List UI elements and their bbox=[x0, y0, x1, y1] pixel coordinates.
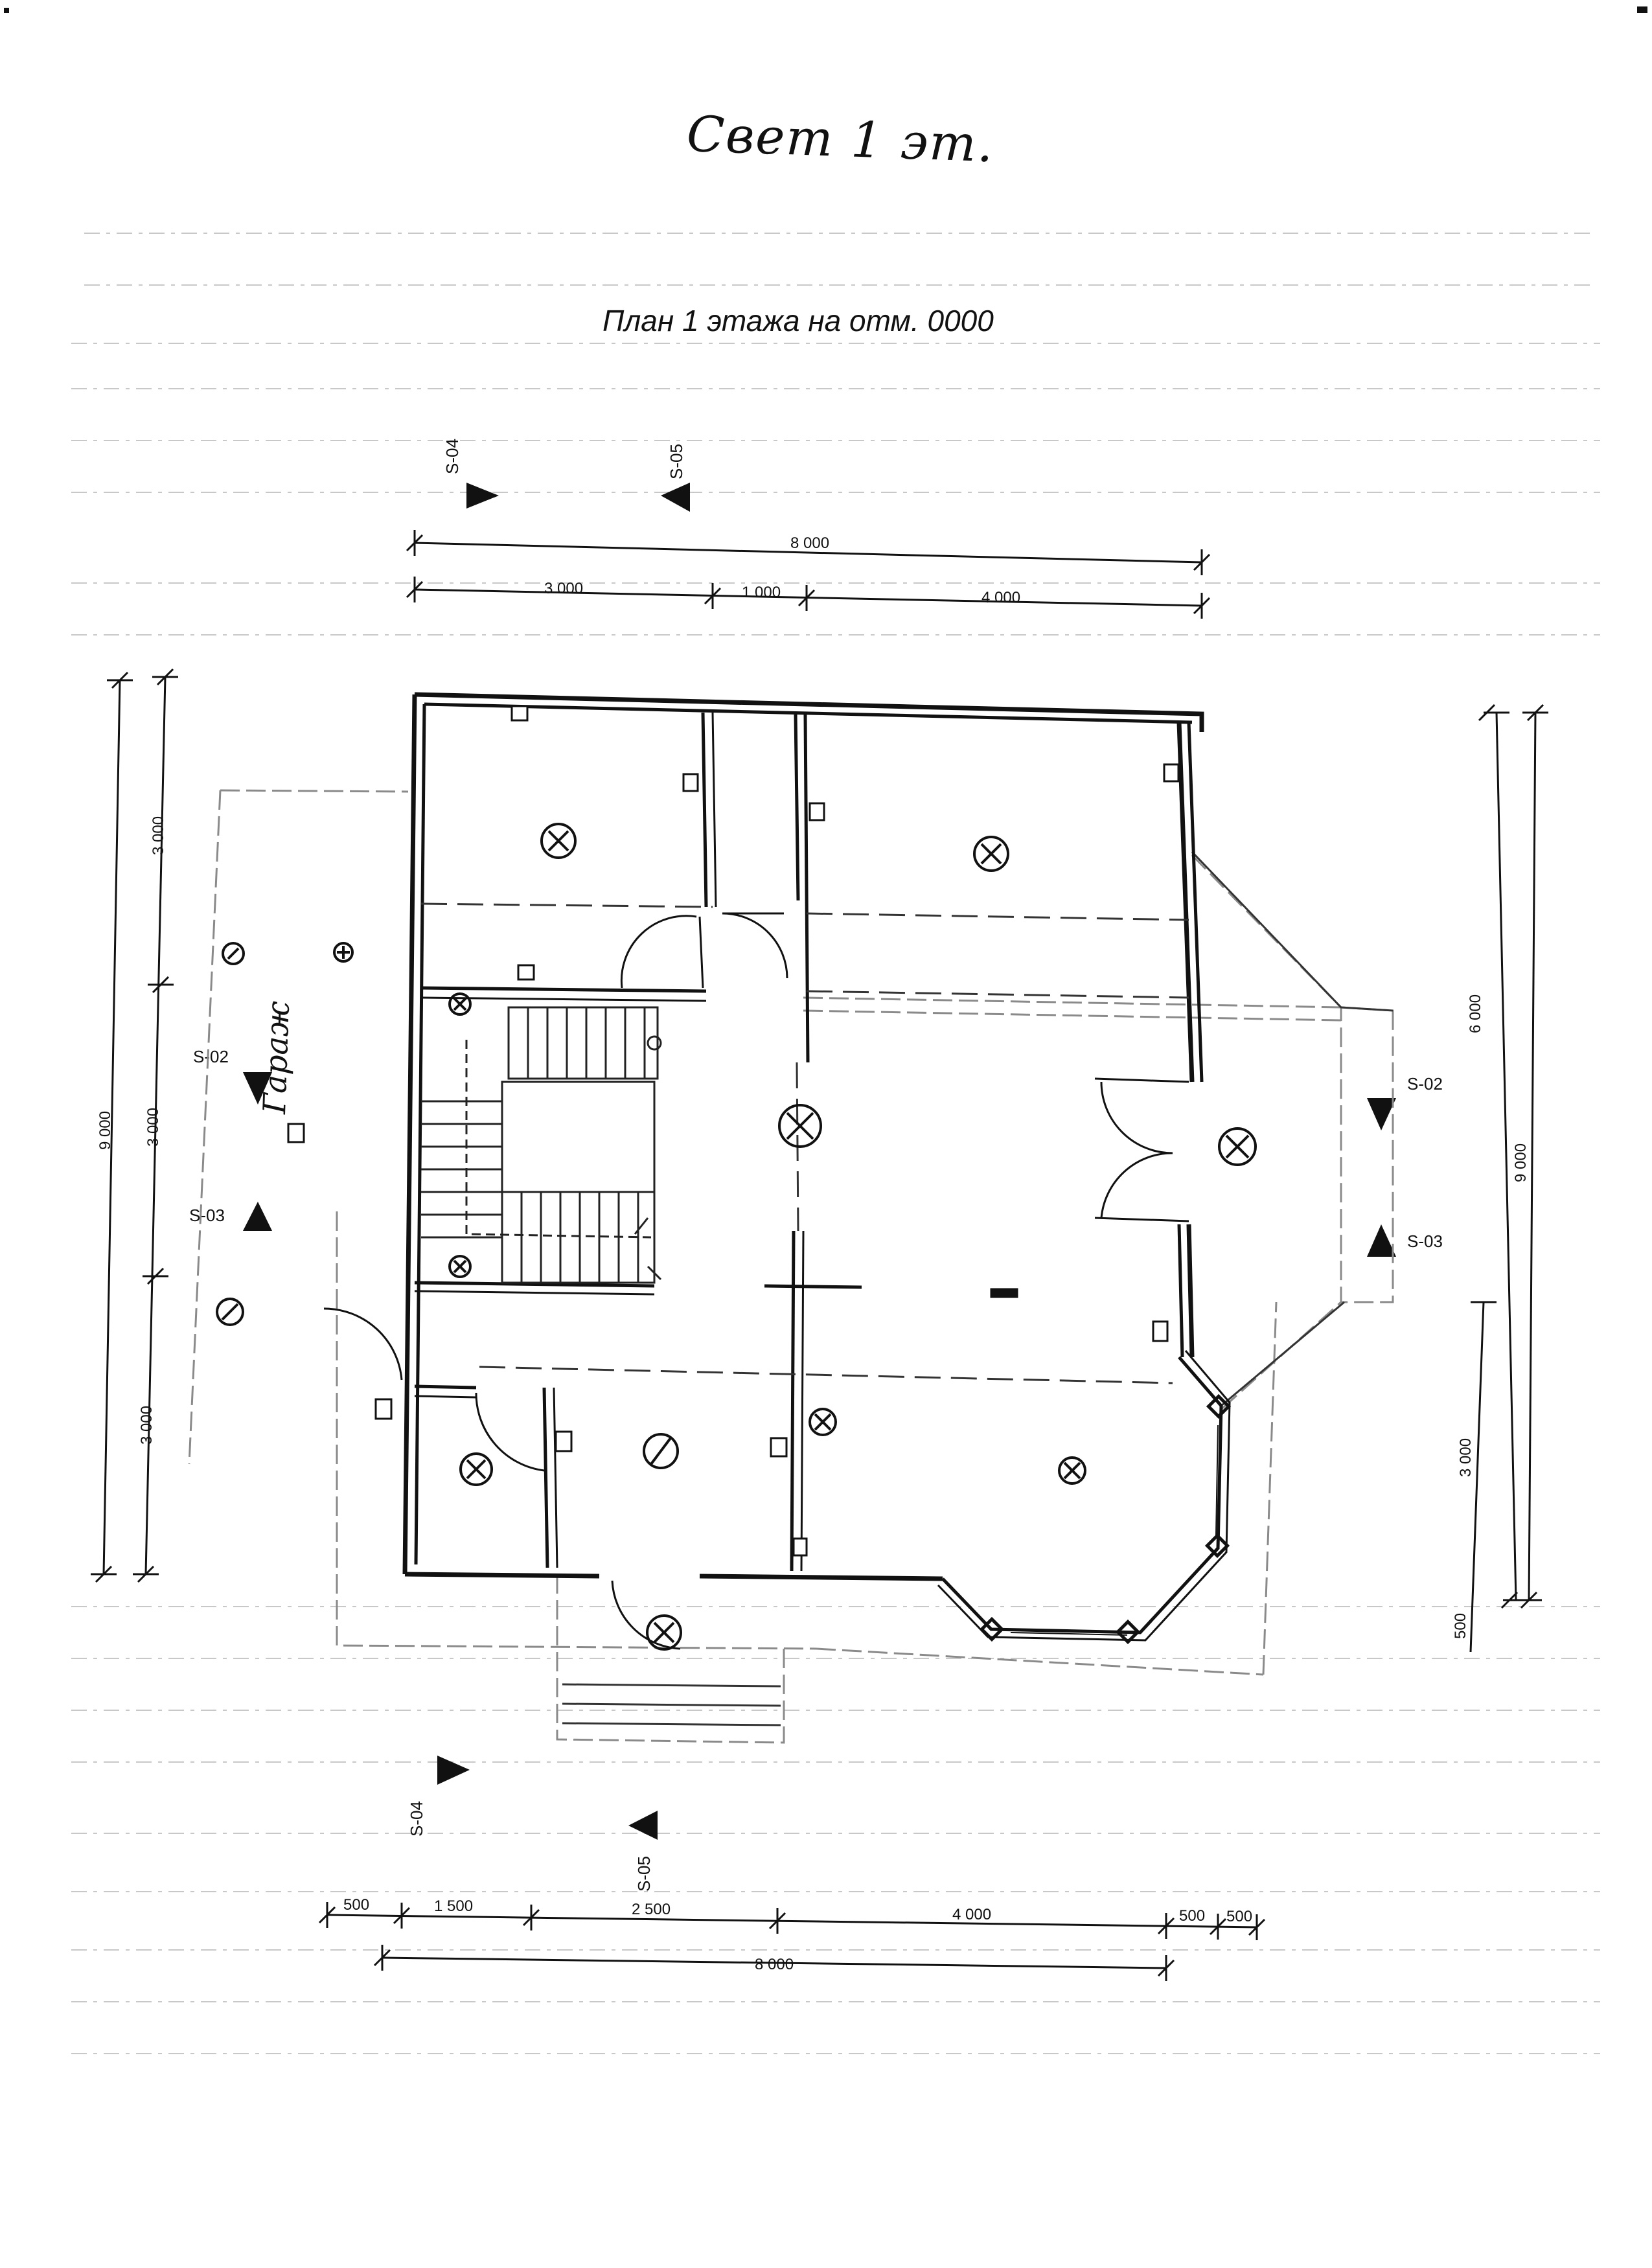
section-label-s02: S-02 bbox=[1407, 1074, 1443, 1094]
section-label-s03: S-03 bbox=[1407, 1231, 1443, 1251]
dim-right-part: 3 000 bbox=[1457, 1438, 1474, 1477]
dim-bottom-part: 2 500 bbox=[632, 1901, 671, 1918]
dim-top-part: 4 000 bbox=[981, 589, 1020, 606]
ceiling-light-icon bbox=[1218, 1127, 1257, 1166]
switch-icon bbox=[682, 773, 699, 792]
dim-bottom-part: 500 bbox=[1179, 1907, 1205, 1925]
roof-and-terrace-outlines bbox=[188, 789, 1394, 1744]
switch-icon bbox=[1152, 1320, 1169, 1342]
section-arrow bbox=[466, 483, 499, 509]
section-label-s02: S-02 bbox=[193, 1047, 229, 1066]
ceiling-light-icon bbox=[643, 1433, 679, 1469]
switch-icon bbox=[770, 1437, 788, 1458]
section-arrow bbox=[243, 1202, 272, 1231]
section-arrow bbox=[437, 1756, 470, 1785]
section-label-s04: S-04 bbox=[407, 1801, 426, 1837]
ceiling-light-icon bbox=[540, 823, 577, 859]
dim-top-part: 1 000 bbox=[742, 584, 781, 601]
switch-icon bbox=[555, 1430, 573, 1452]
left-dimension-chain bbox=[91, 668, 178, 1583]
dim-bottom-part: 1 500 bbox=[434, 1897, 473, 1915]
scan-speck bbox=[4, 8, 9, 13]
bay-window-post bbox=[1206, 1393, 1232, 1419]
dim-bottom-part: 4 000 bbox=[952, 1906, 991, 1923]
ceiling-light-icon bbox=[448, 1255, 472, 1278]
section-label-s05: S-05 bbox=[634, 1856, 654, 1892]
dim-right-part: 500 bbox=[1452, 1613, 1469, 1639]
section-label-s04: S-04 bbox=[442, 439, 462, 474]
switch-icon bbox=[517, 964, 535, 981]
dim-right-overall: 9 000 bbox=[1512, 1143, 1530, 1182]
bay-window-post bbox=[1115, 1619, 1141, 1645]
beam-lines bbox=[420, 902, 1189, 1384]
section-arrow bbox=[1367, 1098, 1396, 1130]
switch-icon bbox=[287, 1123, 305, 1143]
bay-window bbox=[937, 1350, 1232, 1645]
ceiling-light-icon bbox=[778, 1104, 822, 1148]
dim-left-overall: 9 000 bbox=[97, 1111, 114, 1150]
dim-right-part: 6 000 bbox=[1467, 994, 1484, 1033]
switch-icon bbox=[1163, 763, 1180, 783]
door-swings bbox=[323, 912, 1173, 1650]
exterior-walls bbox=[402, 692, 1204, 1581]
section-label-s03: S-03 bbox=[189, 1206, 225, 1225]
dim-top-overall: 8 000 bbox=[790, 534, 829, 552]
right-dimension-chain bbox=[1469, 704, 1548, 1653]
bottom-dimension-chain bbox=[318, 1902, 1266, 1981]
outdoor-light-icon bbox=[222, 942, 245, 965]
dim-bottom-part: 500 bbox=[343, 1896, 369, 1914]
section-label-s05: S-05 bbox=[667, 444, 686, 479]
plan-title: План 1 этажа на отм. 0000 bbox=[602, 304, 994, 338]
ceiling-light-icon bbox=[448, 992, 472, 1016]
section-arrow bbox=[628, 1811, 658, 1840]
floor-socket-icon bbox=[990, 1288, 1018, 1298]
staircase bbox=[421, 1006, 662, 1284]
dim-left-part: 3 000 bbox=[138, 1406, 155, 1445]
dim-left-part: 3 000 bbox=[150, 816, 167, 855]
switch-icon bbox=[809, 802, 825, 821]
dim-bottom-overall: 8 000 bbox=[755, 1956, 794, 1973]
section-arrow bbox=[243, 1072, 272, 1105]
scan-background-lines bbox=[71, 233, 1600, 2054]
top-dimension-chain bbox=[406, 530, 1211, 619]
outdoor-light-icon bbox=[216, 1298, 244, 1326]
ceiling-light-icon bbox=[646, 1614, 682, 1651]
switch-icon bbox=[511, 705, 529, 722]
interior-walls bbox=[414, 712, 1189, 1572]
scan-speck bbox=[1637, 6, 1647, 13]
entrance-porch-steps bbox=[562, 1683, 781, 1726]
dim-bottom-part: 500 bbox=[1226, 1908, 1252, 1925]
electrical-switches bbox=[287, 705, 1180, 1557]
ceiling-light-icon bbox=[973, 836, 1009, 872]
dim-top-part: 3 000 bbox=[544, 580, 583, 597]
outdoor-light-icon bbox=[333, 942, 354, 963]
section-markers bbox=[243, 483, 1396, 1840]
switch-icon bbox=[374, 1398, 393, 1420]
section-arrow bbox=[661, 483, 690, 512]
ceiling-light-icon bbox=[809, 1408, 837, 1436]
light-fixtures bbox=[216, 823, 1257, 1651]
section-arrow bbox=[1367, 1224, 1396, 1257]
bay-roof-outline bbox=[1191, 851, 1394, 1407]
switch-icon bbox=[792, 1537, 808, 1557]
bay-window-post bbox=[979, 1616, 1005, 1642]
ceiling-light-icon bbox=[459, 1452, 493, 1486]
bay-window-post bbox=[1204, 1533, 1230, 1559]
handwritten-note: Гараж bbox=[257, 1000, 297, 1116]
ceiling-light-icon bbox=[1058, 1456, 1086, 1485]
dim-left-part: 3 000 bbox=[144, 1108, 162, 1147]
